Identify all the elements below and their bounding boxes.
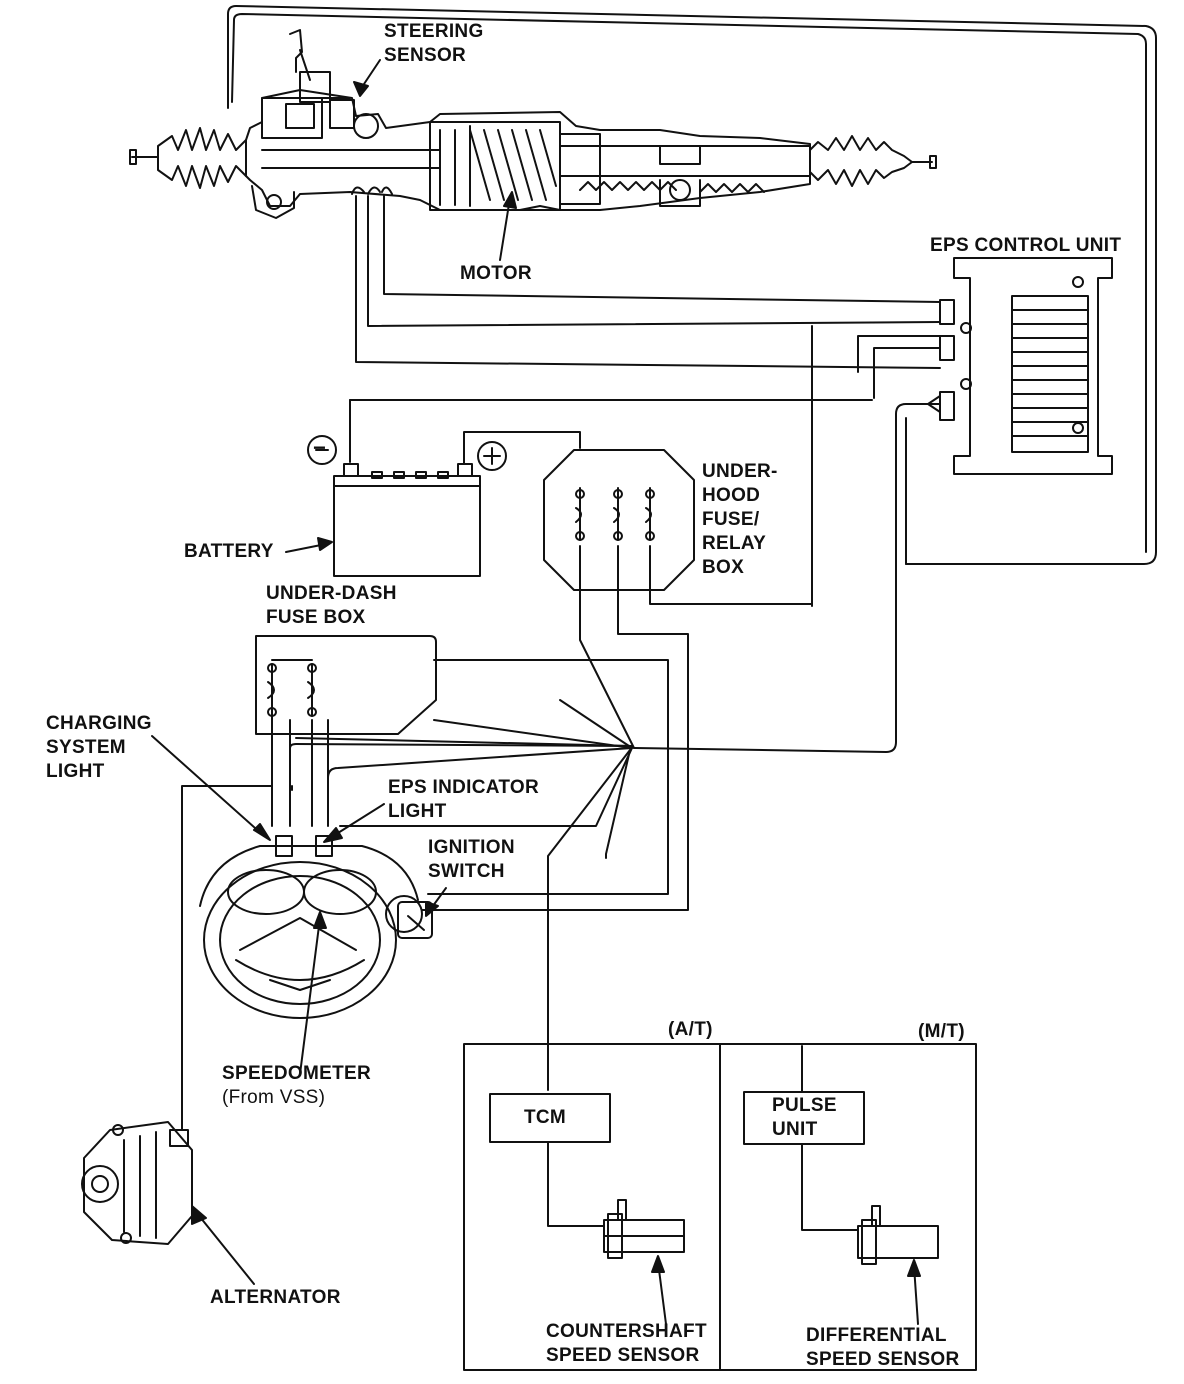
countershaft-line2: SPEED SENSOR: [546, 1345, 700, 1366]
steering-sensor-line1: STEERING: [384, 21, 484, 42]
underdash-line1: UNDER-DASH: [266, 583, 397, 604]
charging-line1: CHARGING: [46, 713, 152, 734]
charging-line3: LIGHT: [46, 761, 105, 782]
countershaft-line1: COUNTERSHAFT: [546, 1321, 707, 1342]
battery: [308, 436, 506, 576]
differential-line2: SPEED SENSOR: [806, 1349, 960, 1370]
pulse-line2: UNIT: [772, 1119, 818, 1140]
eps-control-unit: [928, 258, 1112, 474]
underhood-line4: RELAY: [702, 533, 767, 554]
mt-text: (M/T): [918, 1021, 965, 1042]
underhood-line5: BOX: [702, 557, 745, 578]
alternator: [82, 1122, 192, 1244]
battery-negative-symbol: −: [313, 435, 327, 460]
underhood-line2: HOOD: [702, 485, 761, 506]
eps-indicator-line2: LIGHT: [388, 801, 447, 822]
steering-sensor-label: STEERING SENSOR: [384, 20, 484, 68]
transmission-section: [464, 1044, 976, 1370]
eps-control-unit-text: EPS CONTROL UNIT: [930, 235, 1122, 256]
speedometer-line1: SPEEDOMETER: [222, 1063, 371, 1084]
tcm-text: TCM: [524, 1107, 567, 1128]
tcm-label: TCM: [524, 1106, 566, 1130]
motor-text: MOTOR: [460, 263, 532, 284]
charging-line2: SYSTEM: [46, 737, 126, 758]
at-text: (A/T): [668, 1019, 713, 1040]
pulse-line1: PULSE: [772, 1095, 837, 1116]
underdash-fuse-label: UNDER-DASH FUSE BOX: [266, 582, 397, 630]
speedometer-line2: (From VSS): [222, 1087, 326, 1108]
underhood-fuse-label: UNDER- HOOD FUSE/ RELAY BOX: [702, 460, 778, 580]
ignition-line2: SWITCH: [428, 861, 505, 882]
eps-indicator-label: EPS INDICATOR LIGHT: [388, 776, 539, 824]
motor-label: MOTOR: [460, 262, 532, 286]
differential-line1: DIFFERENTIAL: [806, 1325, 947, 1346]
steering-sensor-line2: SENSOR: [384, 45, 467, 66]
battery-label: BATTERY: [184, 540, 274, 564]
eps-indicator-line1: EPS INDICATOR: [388, 777, 539, 798]
battery-negative-label: −: [313, 436, 326, 460]
steering-rack: [130, 30, 936, 218]
eps-control-unit-label: EPS CONTROL UNIT: [930, 234, 1121, 258]
mt-label: (M/T): [918, 1020, 965, 1044]
differential-sensor-label: DIFFERENTIAL SPEED SENSOR: [806, 1324, 960, 1372]
at-label: (A/T): [668, 1018, 713, 1042]
charging-light-label: CHARGING SYSTEM LIGHT: [46, 712, 152, 784]
underdash-fuse-box: [256, 636, 436, 734]
alternator-label: ALTERNATOR: [210, 1286, 341, 1310]
underhood-line3: FUSE/: [702, 509, 760, 530]
pulse-unit-label: PULSE UNIT: [772, 1094, 837, 1142]
underdash-line2: FUSE BOX: [266, 607, 366, 628]
alternator-text: ALTERNATOR: [210, 1287, 341, 1308]
pointer-arrows: [152, 60, 920, 1324]
underhood-line1: UNDER-: [702, 461, 778, 482]
dashboard-steering-wheel: [200, 836, 432, 1018]
underhood-fuse-box: [544, 450, 694, 590]
battery-text: BATTERY: [184, 541, 274, 562]
ignition-line1: IGNITION: [428, 837, 515, 858]
countershaft-sensor-label: COUNTERSHAFT SPEED SENSOR: [546, 1320, 707, 1368]
wiring-harness: [182, 6, 1156, 1130]
speedometer-label: SPEEDOMETER (From VSS): [222, 1062, 371, 1110]
ignition-switch-label: IGNITION SWITCH: [428, 836, 515, 884]
